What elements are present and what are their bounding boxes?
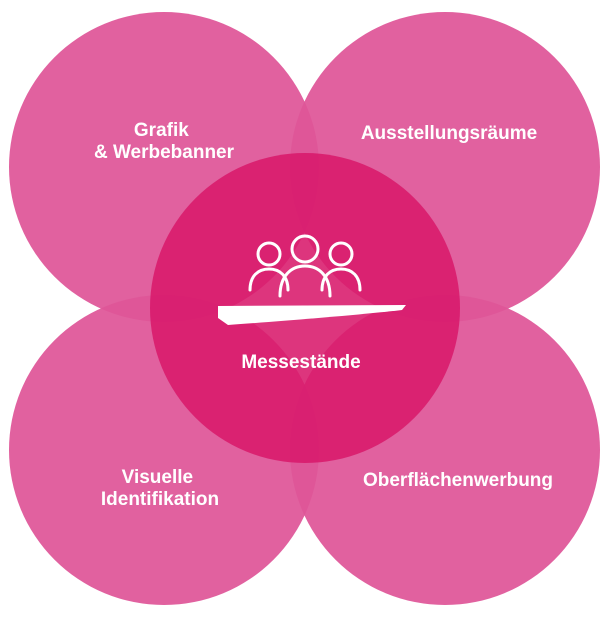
table-icon [218,305,406,325]
label-center: Messestände [241,352,360,373]
label-bottom-left: Visuelle Identifikation [101,467,219,510]
people-meeting-icon [248,234,362,298]
label-top-right: Ausstellungsräume [361,123,537,144]
label-bottom-right: Oberflächenwerbung [363,470,553,491]
label-top-left: Grafik & Werbebanner [94,120,235,163]
